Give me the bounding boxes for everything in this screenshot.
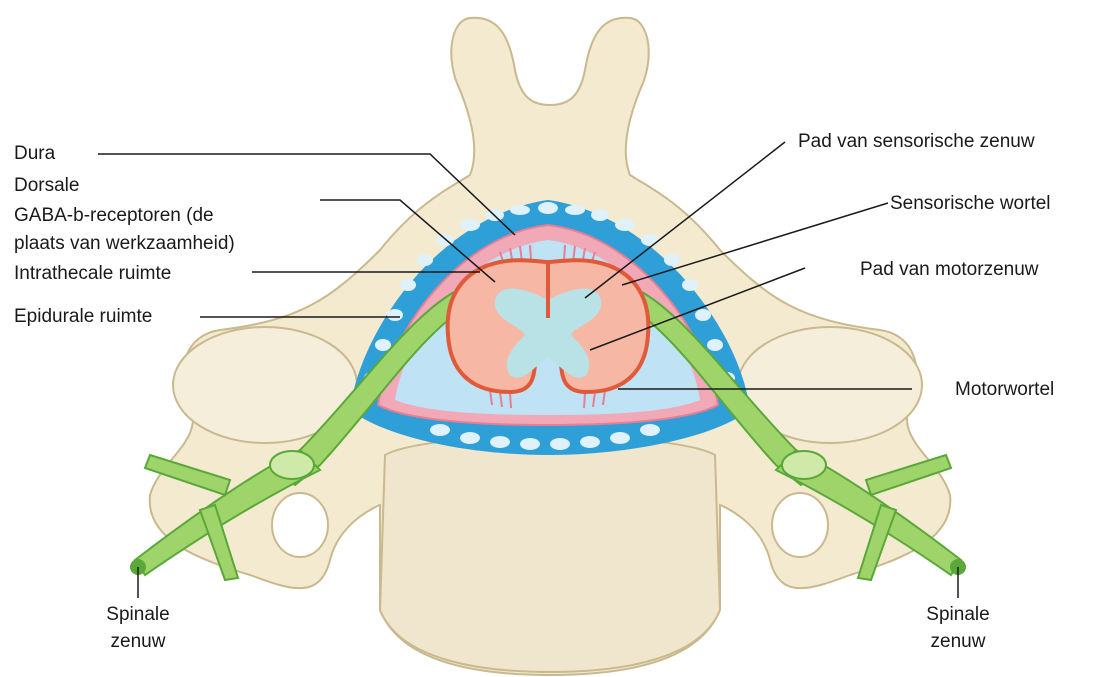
label-dorsale-line2: GABA-b-receptoren (de [14,204,214,227]
right-ganglion [782,451,826,479]
label-intrathecale: Intrathecale ruimte [14,262,171,285]
right-foramen [772,493,828,557]
label-epidurale: Epidurale ruimte [14,305,152,328]
left-foramen [272,493,328,557]
label-spinale-left-2: zenuw [78,630,198,653]
label-dorsale-line3: plaats van werkzaamheid) [14,232,235,255]
vertebral-disc [380,436,720,672]
label-dura: Dura [14,142,55,165]
label-sensorische-wortel: Sensorische wortel [890,192,1051,215]
label-motorwortel: Motorwortel [955,378,1054,401]
label-spinale-right-2: zenuw [898,630,1018,653]
label-pad-motor: Pad van motorzenuw [860,258,1039,281]
left-ganglion [270,451,314,479]
label-spinale-left-1: Spinale [78,603,198,626]
label-spinale-right-1: Spinale [898,603,1018,626]
label-dorsale-line1: Dorsale [14,174,79,197]
label-pad-sensorisch: Pad van sensorische zenuw [798,130,1035,153]
